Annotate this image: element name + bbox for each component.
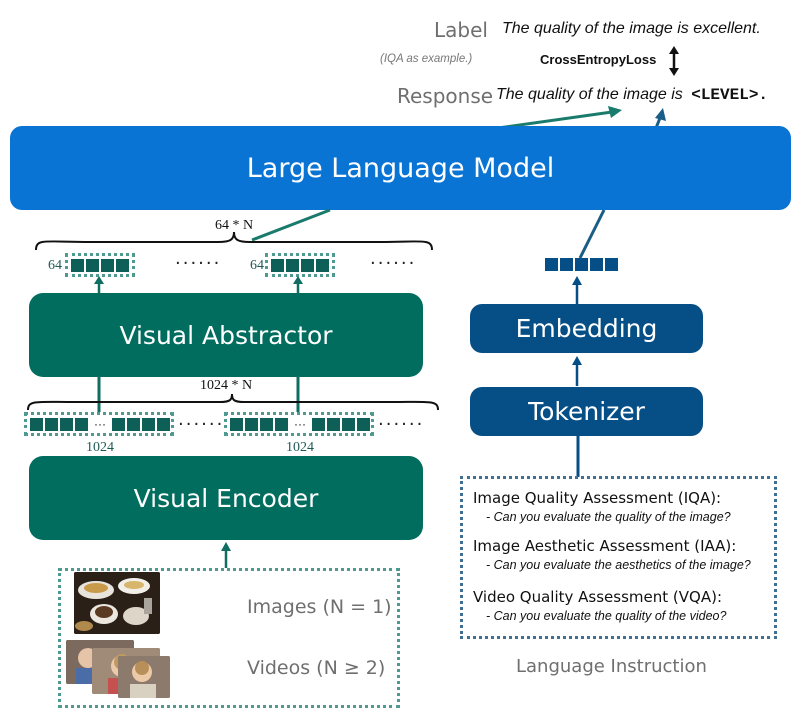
token	[316, 259, 329, 272]
instruction-question: - Can you evaluate the quality of the vi…	[486, 609, 727, 623]
response-text: The quality of the image is	[496, 86, 683, 103]
response-line: The quality of the image is <LEVEL>.	[496, 86, 768, 104]
llm-block: Large Language Model	[10, 126, 791, 210]
token	[260, 418, 273, 431]
token-count-1024-b: 1024	[286, 440, 314, 455]
token	[230, 418, 243, 431]
ellipsis: ······	[378, 414, 425, 435]
curly-brace-icon	[27, 393, 439, 411]
token	[157, 418, 170, 431]
language-instruction-caption: Language Instruction	[516, 656, 707, 677]
count-mid: 1024 * N	[200, 378, 253, 393]
response-level: <LEVEL>.	[691, 86, 769, 104]
inline-dots: ···	[294, 417, 306, 431]
token-count-1024-a: 1024	[86, 440, 114, 455]
token-count-64-a: 64	[48, 258, 62, 273]
token	[142, 418, 155, 431]
token	[312, 418, 325, 431]
token	[112, 418, 125, 431]
token-group-1024-a: ···	[24, 412, 174, 436]
ellipsis: ······	[370, 253, 417, 274]
visual-encoder-block: Visual Encoder	[29, 456, 423, 540]
count-top: 64 * N	[215, 218, 254, 233]
token	[560, 258, 573, 271]
embedded-token-row	[545, 258, 618, 271]
iqa-note: (IQA as example.)	[380, 53, 473, 65]
instruction-box	[460, 476, 777, 639]
media-input-box	[58, 568, 400, 708]
embedding-label: Embedding	[515, 314, 658, 343]
token	[286, 259, 299, 272]
token	[275, 418, 288, 431]
tokenizer-label: Tokenizer	[528, 397, 645, 426]
visual-encoder-label: Visual Encoder	[133, 483, 319, 513]
up-arrow-icon	[572, 356, 582, 386]
token-group-64-b	[265, 253, 335, 277]
token	[327, 418, 340, 431]
token-group-1024-b: ···	[224, 412, 374, 436]
label-tag: Label	[434, 18, 488, 42]
photo-thumbnail	[74, 572, 160, 634]
token	[45, 418, 58, 431]
token	[342, 418, 355, 431]
instruction-title: Image Aesthetic Assessment (IAA):	[473, 537, 737, 555]
instruction-title: Image Quality Assessment (IQA):	[473, 489, 722, 507]
visual-abstractor-block: Visual Abstractor	[29, 293, 423, 377]
up-arrow-icon	[221, 542, 231, 568]
label-text: The quality of the image is excellent.	[502, 20, 761, 37]
connector-line	[576, 435, 580, 477]
token	[86, 259, 99, 272]
token	[127, 418, 140, 431]
token	[60, 418, 73, 431]
ellipsis: ······	[175, 253, 222, 274]
up-arrow-icon	[572, 276, 582, 304]
llm-output-arrows	[497, 106, 666, 130]
token	[75, 418, 88, 431]
embedding-block: Embedding	[470, 304, 703, 353]
inline-dots: ···	[94, 417, 106, 431]
token	[271, 259, 284, 272]
images-label: Images (N = 1)	[247, 596, 392, 618]
token-count-64-b: 64	[250, 258, 264, 273]
ellipsis: ······	[178, 414, 225, 435]
instruction-title: Video Quality Assessment (VQA):	[473, 588, 722, 606]
instruction-question: - Can you evaluate the aesthetics of the…	[486, 558, 751, 572]
visual-abstractor-label: Visual Abstractor	[119, 320, 333, 350]
token-group-64-a	[65, 253, 135, 277]
token	[575, 258, 588, 271]
token	[30, 418, 43, 431]
response-tag: Response	[397, 84, 494, 108]
curly-brace-icon	[35, 231, 433, 251]
token	[101, 259, 114, 272]
instruction-question: - Can you evaluate the quality of the im…	[486, 510, 731, 524]
tokenizer-block: Tokenizer	[470, 387, 703, 436]
connector-lines	[97, 376, 300, 412]
food-photo-art	[74, 572, 160, 634]
double-arrow-icon	[669, 46, 679, 76]
token	[71, 259, 84, 272]
videos-label: Videos (N ≥ 2)	[247, 657, 386, 679]
token	[301, 259, 314, 272]
video-frame-3	[118, 656, 170, 698]
llm-label: Large Language Model	[246, 152, 555, 184]
token	[116, 259, 129, 272]
token	[590, 258, 603, 271]
token	[545, 258, 558, 271]
token	[245, 418, 258, 431]
loss-label: CrossEntropyLoss	[540, 52, 657, 67]
llm-input-lines	[251, 208, 606, 259]
token	[357, 418, 370, 431]
token	[605, 258, 618, 271]
